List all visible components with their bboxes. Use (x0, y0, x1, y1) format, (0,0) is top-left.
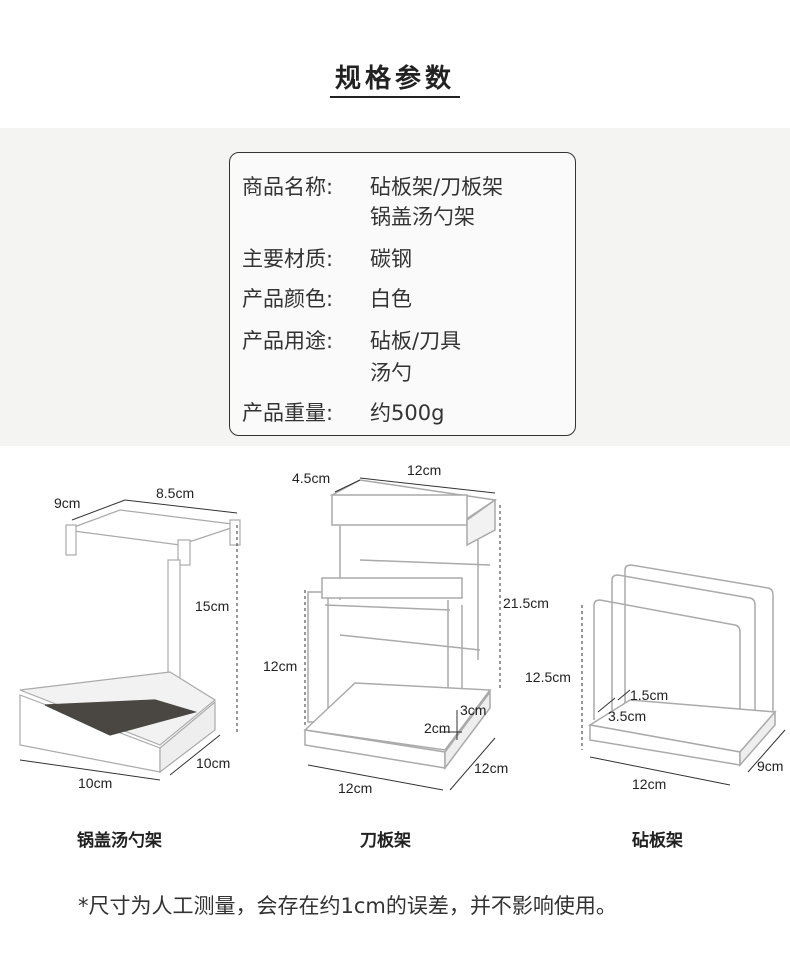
product-name-board-rack: 砧板架 (632, 831, 683, 851)
dim-label: 10cm (78, 775, 113, 791)
knife-rack-illustration (303, 479, 498, 771)
spec-value-line2: 汤勺 (370, 361, 412, 385)
spec-row-weight: 产品重量: 约500g (242, 397, 444, 427)
spec-row-color: 产品颜色: 白色 (242, 283, 412, 313)
product-name-lid-rack: 锅盖汤勺架 (77, 831, 162, 851)
dim-label: 12cm (474, 760, 509, 776)
product-name-knife-rack: 刀板架 (360, 831, 411, 851)
dim-label: 2cm (424, 720, 451, 736)
spec-value: 约500g (370, 401, 445, 425)
dim-label: 12cm (338, 780, 373, 796)
dim-label: 12.5cm (525, 669, 571, 685)
spec-value: 碳钢 (370, 247, 412, 271)
dim-label: 10cm (196, 755, 231, 771)
lid-rack-dim-lines (19, 499, 238, 781)
spec-row-usage: 产品用途: 砧板/刀具 (242, 325, 461, 355)
dim-label: 15cm (195, 598, 230, 614)
dim-label: 9cm (54, 495, 81, 511)
knife-rack-dim-lines (304, 477, 501, 791)
spec-box: 商品名称: 砧板架/刀板架 锅盖汤勺架 主要材质: 碳钢 产品颜色: 白色 产品用途:… (229, 152, 576, 436)
dim-label: 9cm (757, 758, 784, 774)
spec-value: 白色 (370, 287, 412, 311)
spec-label: 主要材质: (242, 247, 334, 271)
spec-value: 砧板/刀具 (370, 329, 462, 353)
title-underline (330, 96, 460, 98)
board-rack-dim-lines (581, 605, 786, 786)
lid-rack-illustration (19, 509, 241, 774)
spec-row-material: 主要材质: 碳钢 (242, 243, 412, 273)
spec-label: 产品重量: (242, 401, 334, 425)
spec-value: 砧板架/刀板架 (370, 175, 504, 199)
dim-label: 8.5cm (156, 485, 195, 501)
footnote: *尺寸为人工测量，会存在约1cm的误差，并不影响使用。 (78, 894, 617, 918)
dim-label: 3cm (460, 702, 487, 718)
spec-row-name: 商品名称: 砧板架/刀板架 (242, 171, 503, 201)
dim-label: 12cm (632, 776, 667, 792)
board-rack-illustration (587, 564, 777, 767)
page-title: 规格参数 (334, 64, 455, 94)
dim-label: 12cm (263, 658, 298, 674)
dim-label: 21.5cm (503, 595, 549, 611)
spec-label: 产品用途: (242, 329, 334, 353)
dim-label: 12cm (407, 462, 442, 478)
dim-label: 4.5cm (292, 470, 331, 486)
dim-label: 3.5cm (608, 708, 647, 724)
spec-label: 商品名称: (242, 175, 334, 199)
dim-label: 1.5cm (630, 687, 669, 703)
spec-label: 产品颜色: (242, 287, 334, 311)
spec-value-line2: 锅盖汤勺架 (370, 205, 475, 229)
